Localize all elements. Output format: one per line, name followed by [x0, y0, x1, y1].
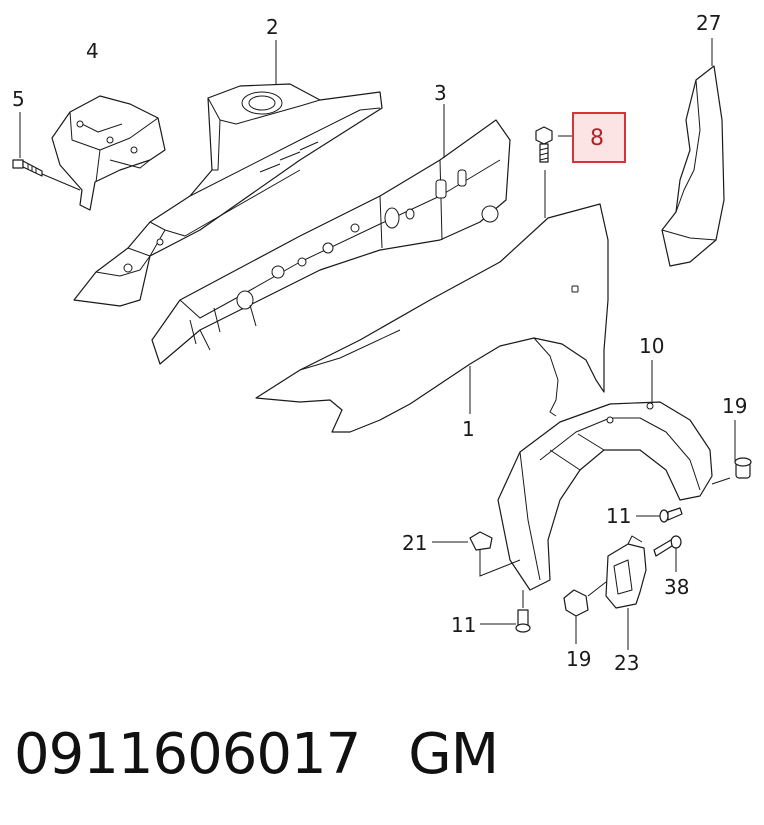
label-11-upper: 11: [606, 504, 631, 528]
label-2: 2: [266, 15, 279, 39]
part-number: 0911606017: [14, 722, 361, 787]
label-27: 27: [696, 11, 721, 35]
part-19-clip-upper: [734, 420, 752, 479]
label-38: 38: [664, 575, 689, 599]
part-21-clip: [432, 531, 521, 577]
part-2-apron-rail: [73, 40, 383, 307]
label-3: 3: [434, 81, 447, 105]
part-11-screw-upper: [636, 507, 683, 523]
part-5-bolt: [12, 112, 81, 191]
label-1: 1: [462, 417, 475, 441]
brand-name: GM: [408, 722, 499, 787]
label-10: 10: [639, 334, 664, 358]
label-11-lower: 11: [451, 613, 476, 637]
part-19-clip-lower: [563, 581, 607, 644]
part-1-fender: [255, 203, 609, 433]
part-3-inner-rail: [151, 104, 511, 365]
part-38-screw: [653, 535, 682, 572]
label-4: 4: [86, 39, 99, 63]
label-19-upper: 19: [722, 394, 747, 418]
part-10-wheel-liner: [497, 360, 731, 591]
part-27-bracket: [661, 38, 725, 267]
label-21: 21: [402, 531, 427, 555]
label-19-lower: 19: [566, 647, 591, 671]
part-23-bracket: [605, 535, 647, 650]
label-23: 23: [614, 651, 639, 675]
part-11-bolt-lower: [480, 590, 531, 633]
label-8: 8: [590, 126, 604, 151]
part-number-footer: 0911606017 GM: [14, 722, 499, 792]
highlight-box: [572, 112, 626, 163]
part-8-bolt: [535, 126, 574, 218]
label-5: 5: [12, 87, 25, 111]
part-4-bracket: [51, 95, 166, 211]
